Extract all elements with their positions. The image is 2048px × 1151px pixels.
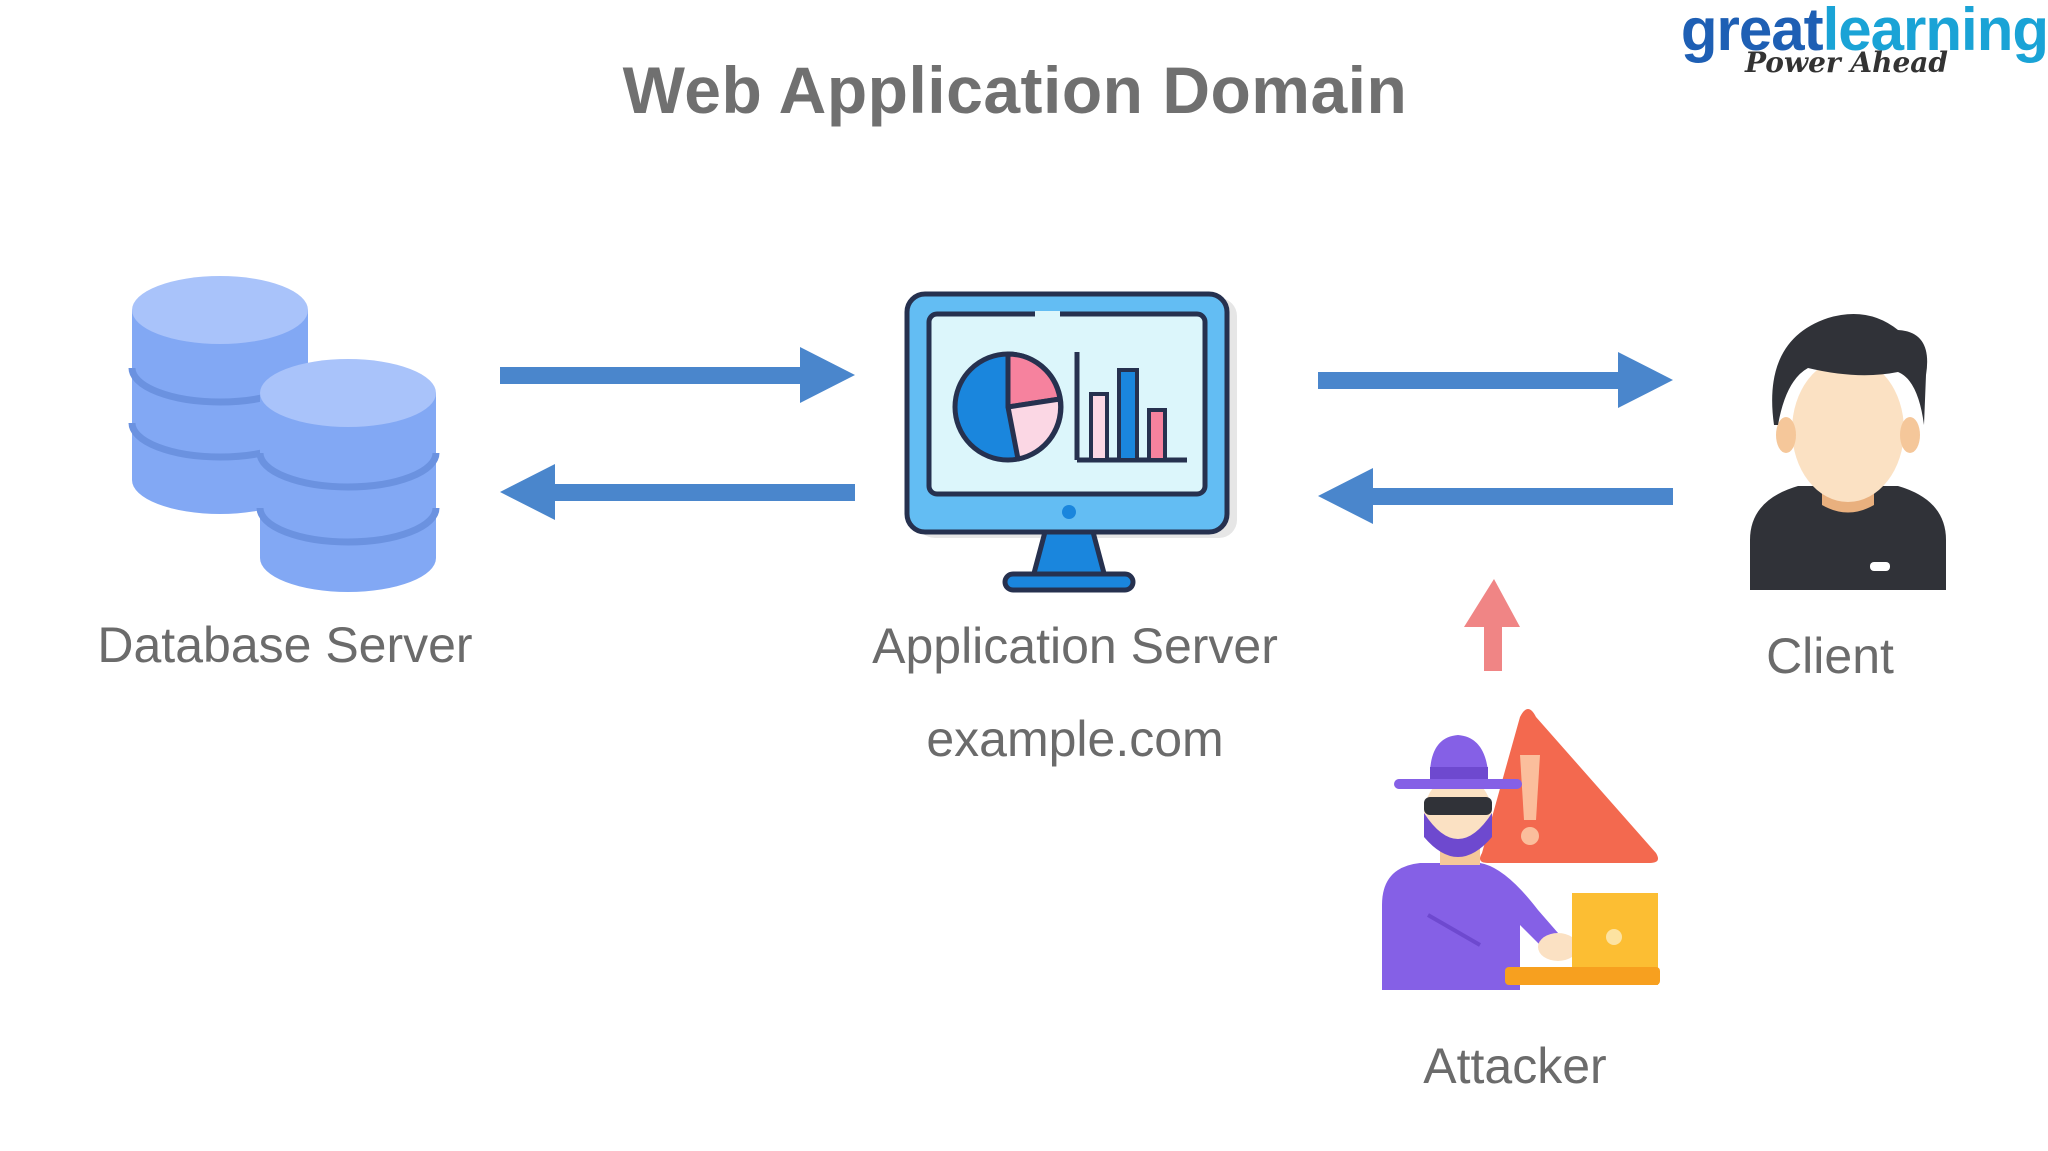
monitor-dashboard-icon: [904, 291, 1237, 593]
user-avatar-icon: [1750, 314, 1946, 590]
arrow-left-icon: [1318, 468, 1673, 524]
application-server-label: Application Server: [872, 618, 1278, 674]
arrow-left-icon: [500, 464, 855, 520]
brand-logo: greatlearning: [1681, 0, 2048, 60]
arrow-right-icon: [1318, 352, 1673, 408]
client-label: Client: [1766, 628, 1894, 684]
page-title: Web Application Domain: [622, 53, 1408, 127]
database-server-label: Database Server: [97, 617, 473, 673]
brand-name-part1: great: [1680, 0, 1824, 63]
brand-name-part2: learning: [1822, 0, 2048, 63]
database-stack-icon: [128, 276, 440, 592]
hacker-warning-icon: [1382, 709, 1660, 990]
arrow-right-icon: [500, 347, 855, 403]
brand-tagline: Power Ahead: [1744, 46, 1948, 79]
attack-arrow-icon: [1464, 579, 1520, 671]
domain-label: example.com: [926, 711, 1224, 767]
attacker-label: Attacker: [1423, 1038, 1607, 1094]
